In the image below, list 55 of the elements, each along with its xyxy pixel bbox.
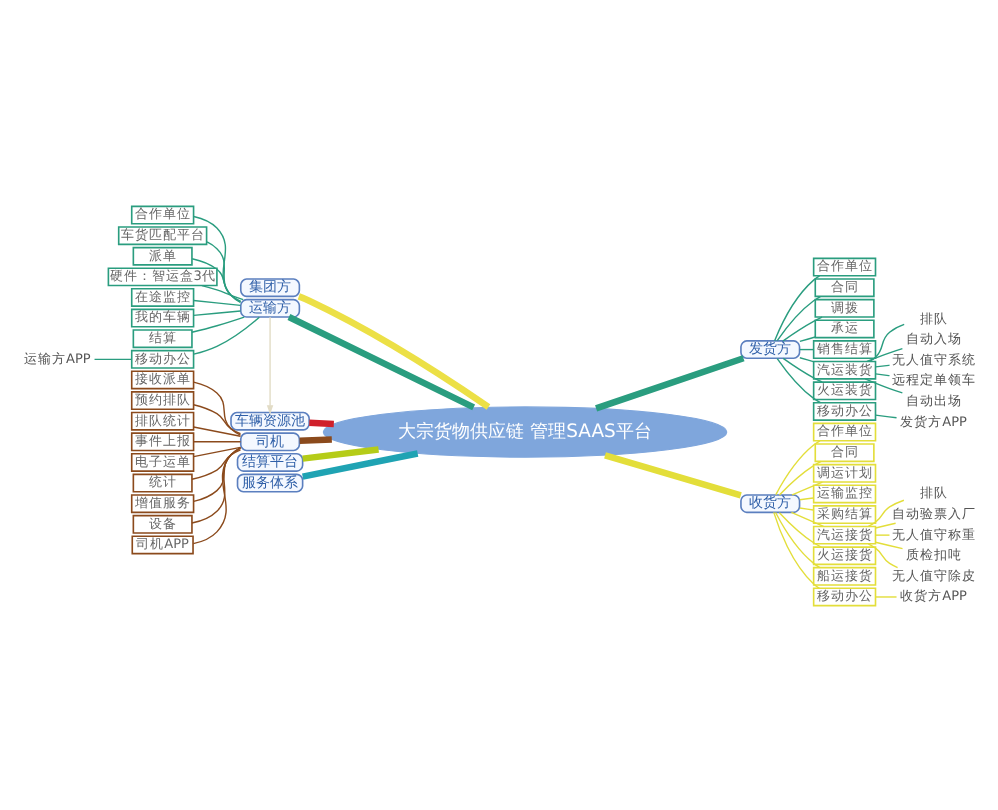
connector [192,445,242,457]
connector [868,322,905,362]
connector [302,445,379,461]
connector [782,315,823,341]
connector [874,595,898,597]
connector [874,413,898,418]
connector [192,403,242,434]
connector [776,356,822,403]
connector [287,313,476,410]
connector [191,315,245,332]
connector [791,480,824,495]
connector [778,459,822,495]
connector [191,257,242,302]
connector [874,533,891,535]
connector [774,510,821,568]
connector [773,274,821,341]
connector [93,357,133,360]
connector [874,363,891,367]
connector [773,510,821,588]
connector [864,377,904,393]
connector [874,540,904,549]
connector [867,542,899,568]
connector [799,506,814,510]
connector [192,309,242,316]
connector [309,418,334,427]
arrow [266,315,274,414]
connector [192,315,261,354]
connector [192,440,242,442]
node-ellipse: 大宗货物供应链 管理SAAS平台 [322,405,728,457]
connector [799,335,816,342]
connector [192,425,242,436]
connector [775,439,821,495]
connector [192,298,242,306]
connector [302,449,419,479]
connector [778,510,822,547]
connector [192,446,242,502]
connector [191,446,242,523]
connector [299,435,332,443]
connector [790,510,825,527]
connector [776,294,822,341]
connector [874,372,891,376]
connector [192,380,242,435]
connector [782,356,823,382]
connector [867,498,905,527]
connector [192,445,242,544]
connector [604,451,742,498]
connector [874,521,897,528]
connector [297,292,491,409]
connector [206,240,242,302]
connector [866,346,904,362]
connector [191,448,242,479]
connector [201,283,244,300]
connector [799,356,814,362]
connector [193,214,242,302]
connector [595,354,745,411]
